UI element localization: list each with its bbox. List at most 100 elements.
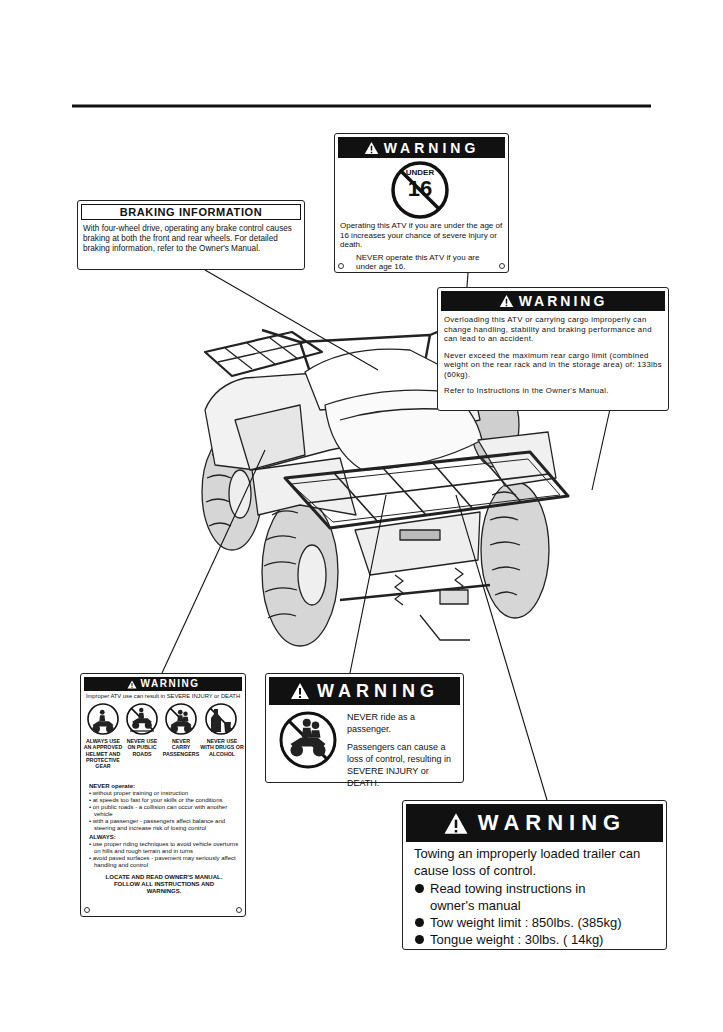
label-text: • with a passenger - passengers affect b…	[89, 818, 239, 832]
label-text: • use proper riding techniques to avoid …	[89, 841, 239, 855]
text-group: Operating this ATV if you are under the …	[340, 221, 503, 272]
warning-pictogram-part	[85, 908, 90, 913]
warning-triangle	[499, 294, 514, 308]
label-text: NEVER CARRY PASSENGERS	[162, 738, 200, 757]
age-warning-label: WARNINGUNDER16Operating this ATV if you …	[334, 133, 509, 273]
label-heading: WARNING	[141, 679, 200, 689]
label-text: NEVER operate:	[89, 783, 239, 790]
atv-illustration-part	[252, 458, 356, 515]
atv-illustration-part	[490, 492, 520, 595]
warning-pictogram-part	[281, 713, 335, 767]
warning-pictogram-part	[393, 163, 447, 217]
warning-triangle-part	[131, 687, 132, 688]
warning-pictogram-part	[211, 709, 221, 732]
label-text: Operating this ATV if you are under the …	[340, 221, 503, 250]
warning-triangle-part	[131, 683, 132, 686]
header-row: WARNING	[338, 137, 505, 158]
atv-illustration-part	[355, 512, 480, 575]
label-text: ALWAYS:	[89, 834, 239, 841]
warning-triangle-part	[505, 299, 507, 304]
warning-triangle-part	[299, 696, 301, 698]
text-group: Overloading this ATV or carrying cargo i…	[444, 315, 662, 396]
general-warning-label: WARNING Improper ATV use can result in SE…	[80, 673, 246, 917]
label-heading: BRAKING INFORMATION	[120, 207, 263, 218]
warning-pictogram-part	[237, 908, 242, 913]
label-text: NEVER USE ON PUBLIC ROADS	[122, 738, 162, 757]
warning-pictogram-part	[170, 708, 191, 729]
atv-illustration-part	[298, 545, 326, 605]
warning-pictogram-part	[132, 718, 152, 723]
cargo-warning-label: WARNING Overloading this ATV or carrying …	[437, 287, 669, 411]
atv-illustration-part	[264, 511, 298, 618]
warning-pictogram-part	[127, 704, 157, 734]
atv-illustration-part	[307, 457, 549, 522]
text-group: 16	[394, 177, 446, 201]
warning-pictogram-part	[206, 704, 236, 734]
label-text: Passengers can cause a loss of control, …	[347, 741, 461, 789]
warning-triangle-part	[444, 813, 467, 833]
atv-illustration-part	[235, 405, 305, 470]
warning-pictogram-part	[99, 715, 105, 721]
warning-pictogram-part	[171, 721, 192, 726]
bullet-dot	[415, 935, 424, 944]
warning-pictogram-part	[224, 722, 231, 732]
warning-pictogram-part	[93, 710, 114, 733]
leader-line	[205, 270, 378, 370]
warning-pictogram-part	[183, 712, 188, 717]
leader-line	[350, 495, 386, 673]
label-heading: WARNING	[519, 294, 608, 308]
label-text: • at speeds too fast for your skills or …	[89, 797, 239, 804]
label-heading: WARNING	[317, 682, 439, 700]
warning-pictogram-part	[339, 264, 344, 269]
warning-triangle-part	[455, 829, 458, 832]
label-text: 16	[394, 177, 446, 201]
warning-pictogram-part	[312, 722, 320, 730]
label-heading: WARNING	[478, 812, 626, 834]
header-row: BRAKING INFORMATION	[81, 204, 301, 220]
warning-pictogram-part	[93, 721, 114, 726]
warning-triangle-part	[499, 295, 513, 307]
text-group: Improper ATV use can result in SEVERE IN…	[84, 693, 242, 700]
warning-pictogram-part	[177, 715, 183, 721]
leader-line	[592, 409, 610, 490]
warning-pictogram-part	[100, 710, 105, 715]
towing-warning-label: WARNING Towing an improperly loaded trail…	[402, 800, 667, 950]
warning-pictogram-part	[132, 708, 152, 729]
leader-line	[162, 450, 265, 673]
atv-illustration-part	[229, 470, 251, 518]
warning-triangle	[290, 682, 310, 700]
warning-triangle-part	[370, 151, 372, 153]
warning-pictogram-part	[303, 719, 311, 727]
atv-illustration-part	[262, 498, 338, 646]
label-text: Towing an improperly loaded trailer can …	[414, 845, 662, 879]
bullet-item: Read towing instructions in owner's manu…	[414, 880, 662, 914]
warning-triangle	[127, 680, 137, 689]
header-row: WARNING	[441, 291, 665, 311]
label-text: • on public roads - a collision can occu…	[89, 804, 239, 818]
text-group: NEVER CARRY PASSENGERS	[162, 738, 200, 757]
warning-triangle	[364, 141, 379, 155]
header-row: WARNING	[406, 804, 663, 842]
atv-illustration-part	[291, 459, 560, 522]
label-heading: WARNING	[384, 141, 480, 155]
header-row: WARNING	[84, 677, 242, 691]
text-group: NEVER operate:• without proper training …	[89, 783, 239, 895]
warning-pictogram-part	[88, 704, 118, 734]
warning-pictogram-part	[289, 721, 327, 759]
warning-pictogram-part	[166, 704, 196, 734]
warning-triangle	[443, 812, 469, 835]
label-text: Refer to Instructions in the Owner's Man…	[444, 386, 662, 396]
warning-pictogram-part	[139, 708, 143, 712]
warning-pictogram-part	[311, 730, 321, 738]
passenger-warning-label: WARNINGNEVER ride as a passenger.Passeng…	[265, 673, 464, 783]
bullet-item: Tow weight limit : 850lbs. (385kg)	[414, 914, 662, 931]
warning-triangle-part	[364, 142, 378, 154]
label-text: Tow weight limit : 850lbs. (385kg)	[430, 914, 662, 931]
label-text: Tongue weight : 30lbs. ( 14kg)	[430, 931, 662, 948]
label-text: ALWAYS USE AN APPROVED HELMET AND PROTEC…	[82, 738, 124, 769]
atv-illustration-part	[420, 615, 470, 640]
label-text: NEVER ride as a passenger.	[347, 711, 461, 735]
warning-pictogram-part	[302, 728, 312, 738]
label-text: • without proper training or instruction	[89, 790, 239, 797]
